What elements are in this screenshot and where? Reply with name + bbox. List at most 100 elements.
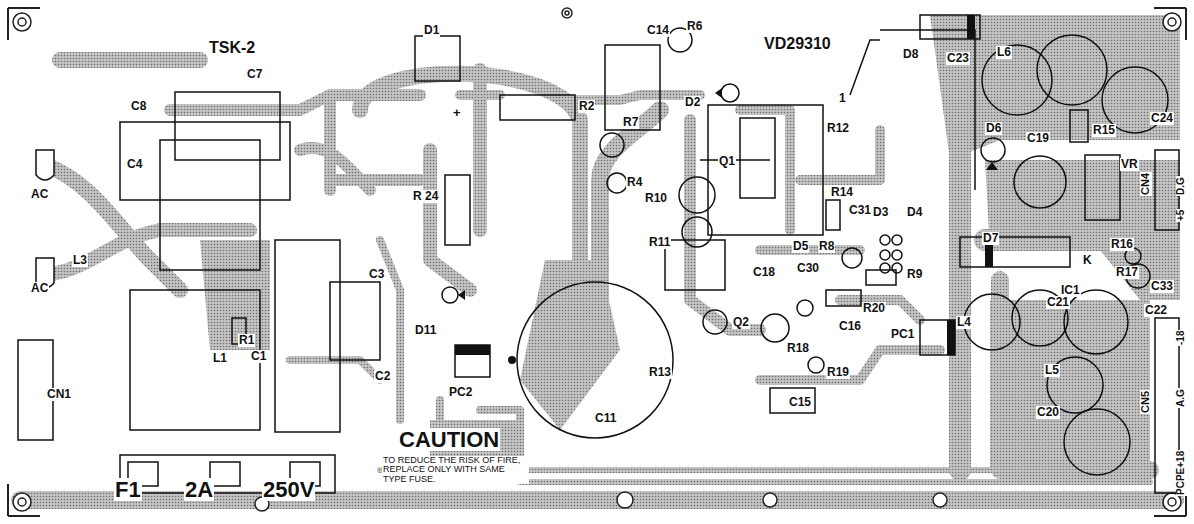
part-label: 1 xyxy=(838,92,847,105)
component-outlines-circle xyxy=(797,300,813,316)
component-outlines-rect xyxy=(770,388,815,413)
part-label: C24 xyxy=(1150,112,1174,125)
part-label: R2 xyxy=(578,100,595,113)
part-label: R12 xyxy=(826,122,850,135)
part-label: AC xyxy=(30,188,49,201)
part-label: +5 xyxy=(1176,209,1187,222)
part-label: D.G xyxy=(1176,176,1187,196)
component-outlines-circle xyxy=(892,250,902,260)
component-outlines-circle xyxy=(880,263,890,273)
pads xyxy=(36,150,320,486)
mounting-holes-circle xyxy=(933,493,947,507)
part-label: C31 xyxy=(848,204,872,217)
component-outlines-circle xyxy=(982,45,1052,115)
board-edge-path xyxy=(8,8,1186,516)
component-outlines-circle xyxy=(600,133,624,157)
part-label: R19 xyxy=(826,366,850,379)
component-outlines-circle xyxy=(703,310,727,334)
component-outlines-rect xyxy=(605,45,660,130)
mounting-holes-circle xyxy=(562,8,572,18)
component-outlines-circle xyxy=(721,84,739,102)
caution-note: TO REDUCE THE RISK OF FIRE, REPLACE ONLY… xyxy=(382,456,529,484)
component-outlines-circle xyxy=(517,282,673,438)
mounting-holes-circle xyxy=(18,498,26,506)
component-marks xyxy=(455,15,998,364)
component-outlines-circle xyxy=(679,177,715,213)
part-label: R6 xyxy=(686,20,703,33)
component-outlines-rect xyxy=(960,237,1070,267)
part-label: D7 xyxy=(982,232,999,245)
part-label: L1 xyxy=(212,352,228,365)
part-label: K xyxy=(1082,254,1093,267)
component-outlines-circle xyxy=(842,248,862,268)
copper-traces-path xyxy=(290,240,400,420)
part-label: C22 xyxy=(1144,304,1168,317)
component-outlines-rect xyxy=(455,345,490,377)
component-outlines-circle xyxy=(607,173,627,193)
part-label: C7 xyxy=(246,68,263,81)
component-outlines-circle xyxy=(880,250,890,260)
part-label: L4 xyxy=(956,316,972,329)
component-outlines-rect xyxy=(500,95,575,120)
part-label: C8 xyxy=(130,100,147,113)
part-label: AC xyxy=(30,282,49,295)
part-label: C3 xyxy=(368,268,385,281)
part-label: R1 xyxy=(238,334,255,347)
part-label: C23 xyxy=(946,52,970,65)
part-label: D2 xyxy=(684,96,701,109)
pads-path xyxy=(36,150,54,180)
trace-areas xyxy=(200,15,1180,470)
part-label: + xyxy=(452,106,462,120)
trace-areas-path xyxy=(930,15,1180,160)
part-label: C30 xyxy=(796,262,820,275)
part-label: R 24 xyxy=(412,190,439,203)
component-outlines-rect xyxy=(445,175,470,245)
part-label: L6 xyxy=(996,46,1012,59)
part-label: L3 xyxy=(72,254,88,267)
part-label: PC2 xyxy=(448,386,473,399)
part-label: L5 xyxy=(1044,364,1060,377)
component-marks-path xyxy=(458,88,998,300)
warning-text: 250V xyxy=(262,478,315,501)
part-label: CN5 xyxy=(1140,390,1152,414)
warning-text: CAUTION xyxy=(398,428,500,451)
part-label: C20 xyxy=(1036,406,1060,419)
part-label: VR xyxy=(1120,158,1139,171)
component-outlines-circle xyxy=(761,314,789,342)
part-label: C4 xyxy=(126,158,143,171)
component-outlines-rect xyxy=(330,282,380,360)
mounting-holes-circle xyxy=(565,11,569,15)
component-outlines-circle xyxy=(964,294,1020,350)
component-marks-rect xyxy=(455,345,490,355)
component-outlines-circle xyxy=(442,287,458,303)
copper-traces-path xyxy=(45,60,200,290)
copper-traces-path xyxy=(690,120,760,330)
component-marks-circle xyxy=(508,356,516,364)
copper-traces-path xyxy=(170,95,420,190)
mounting-holes xyxy=(13,8,1181,511)
part-label: VD29310 xyxy=(763,36,832,53)
part-label: R15 xyxy=(1092,124,1116,137)
component-outlines-path xyxy=(700,30,975,190)
component-outlines-rect xyxy=(708,105,823,235)
part-label: C15 xyxy=(788,396,812,409)
trace-areas-path xyxy=(990,300,1150,470)
part-label: CN4 xyxy=(1140,172,1152,196)
component-outlines-rect xyxy=(866,270,896,285)
component-outlines-rect xyxy=(740,118,775,198)
part-label: R16 xyxy=(1110,238,1134,251)
mounting-holes-circle xyxy=(13,493,31,511)
component-outlines-circle xyxy=(1037,35,1107,105)
part-label: C1 xyxy=(250,350,267,363)
part-label: D5 xyxy=(792,240,809,253)
mounting-holes-circle xyxy=(18,18,26,26)
copper-traces-path xyxy=(760,250,920,320)
part-label: CN1 xyxy=(46,388,72,401)
component-outlines-rect xyxy=(920,320,955,355)
part-label: R9 xyxy=(906,268,923,281)
mounting-holes-circle xyxy=(13,13,31,31)
part-label: Q1 xyxy=(718,155,736,168)
